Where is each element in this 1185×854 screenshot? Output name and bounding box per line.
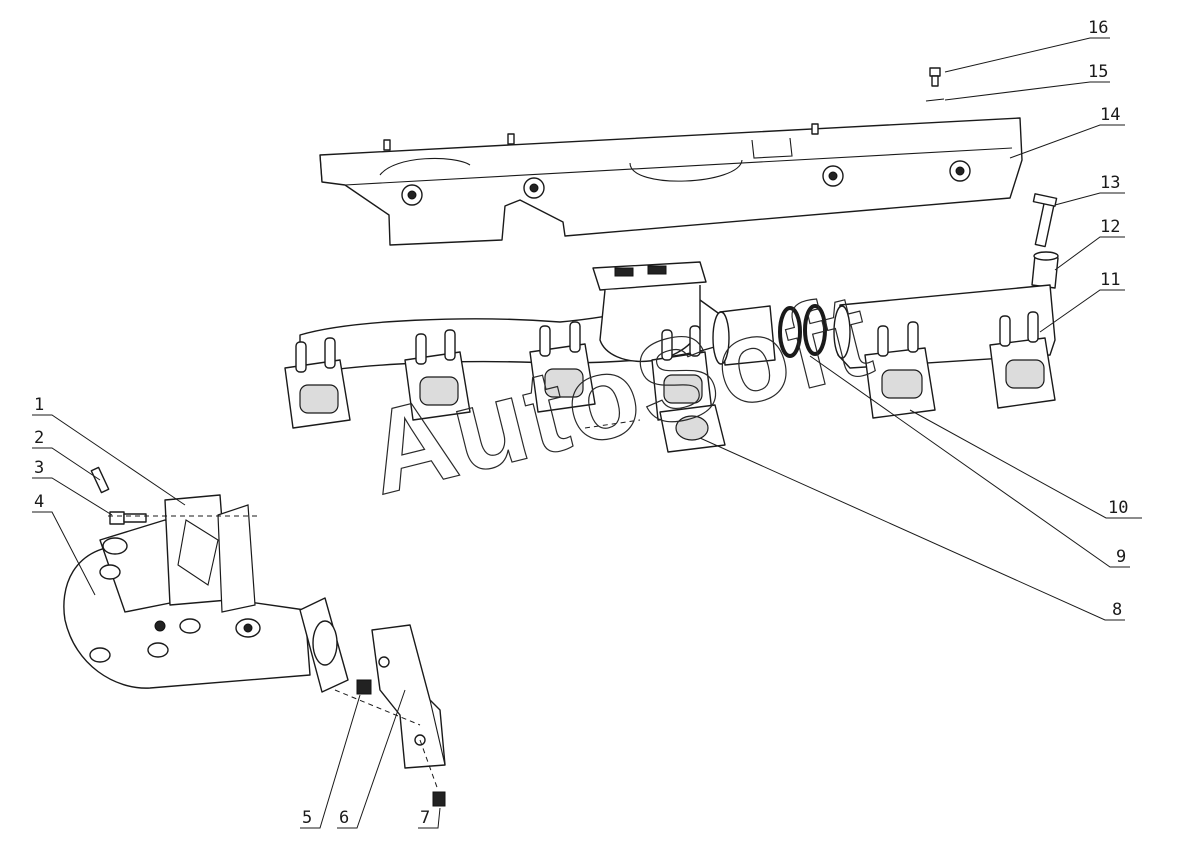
shield-washer	[925, 98, 945, 102]
callout-15: 15	[1088, 62, 1108, 82]
manifold-port-3	[529, 321, 596, 413]
hex-nut	[109, 511, 147, 525]
callout-10: 10	[1108, 498, 1128, 518]
manifold-port-5	[864, 321, 936, 419]
callout-1: 1	[34, 395, 44, 415]
callout-14: 14	[1100, 105, 1120, 125]
callout-11: 11	[1100, 270, 1120, 290]
bracket-bolt-lower	[432, 791, 446, 807]
callout-8: 8	[1112, 600, 1122, 620]
callout-labels: 1 2 3 4 5 6 7 8 9 10 11 12 13 14 15 16	[34, 18, 1128, 828]
bracket-bolt-upper	[356, 679, 372, 695]
callout-9: 9	[1116, 547, 1126, 567]
manifold-port-4	[651, 325, 713, 421]
leader-lines	[32, 37, 1142, 829]
callout-6: 6	[339, 808, 349, 828]
manifold-port-2	[404, 329, 471, 421]
shield-bolt	[929, 67, 941, 87]
exhaust-manifold	[284, 261, 1056, 453]
callout-2: 2	[34, 428, 44, 448]
callout-16: 16	[1088, 18, 1108, 38]
heat-shield	[319, 117, 1023, 246]
support-bracket	[371, 624, 446, 769]
callout-13: 13	[1100, 173, 1120, 193]
callout-3: 3	[34, 458, 44, 478]
spacer-sleeve	[1031, 251, 1059, 289]
manifold-port-1	[284, 337, 351, 429]
callout-12: 12	[1100, 217, 1120, 237]
callout-5: 5	[302, 808, 312, 828]
callout-7: 7	[420, 808, 430, 828]
manifold-port-6	[989, 311, 1056, 409]
sleeve-bolt	[1032, 193, 1058, 248]
exhaust-elbow	[63, 494, 349, 693]
callout-4: 4	[34, 492, 44, 512]
